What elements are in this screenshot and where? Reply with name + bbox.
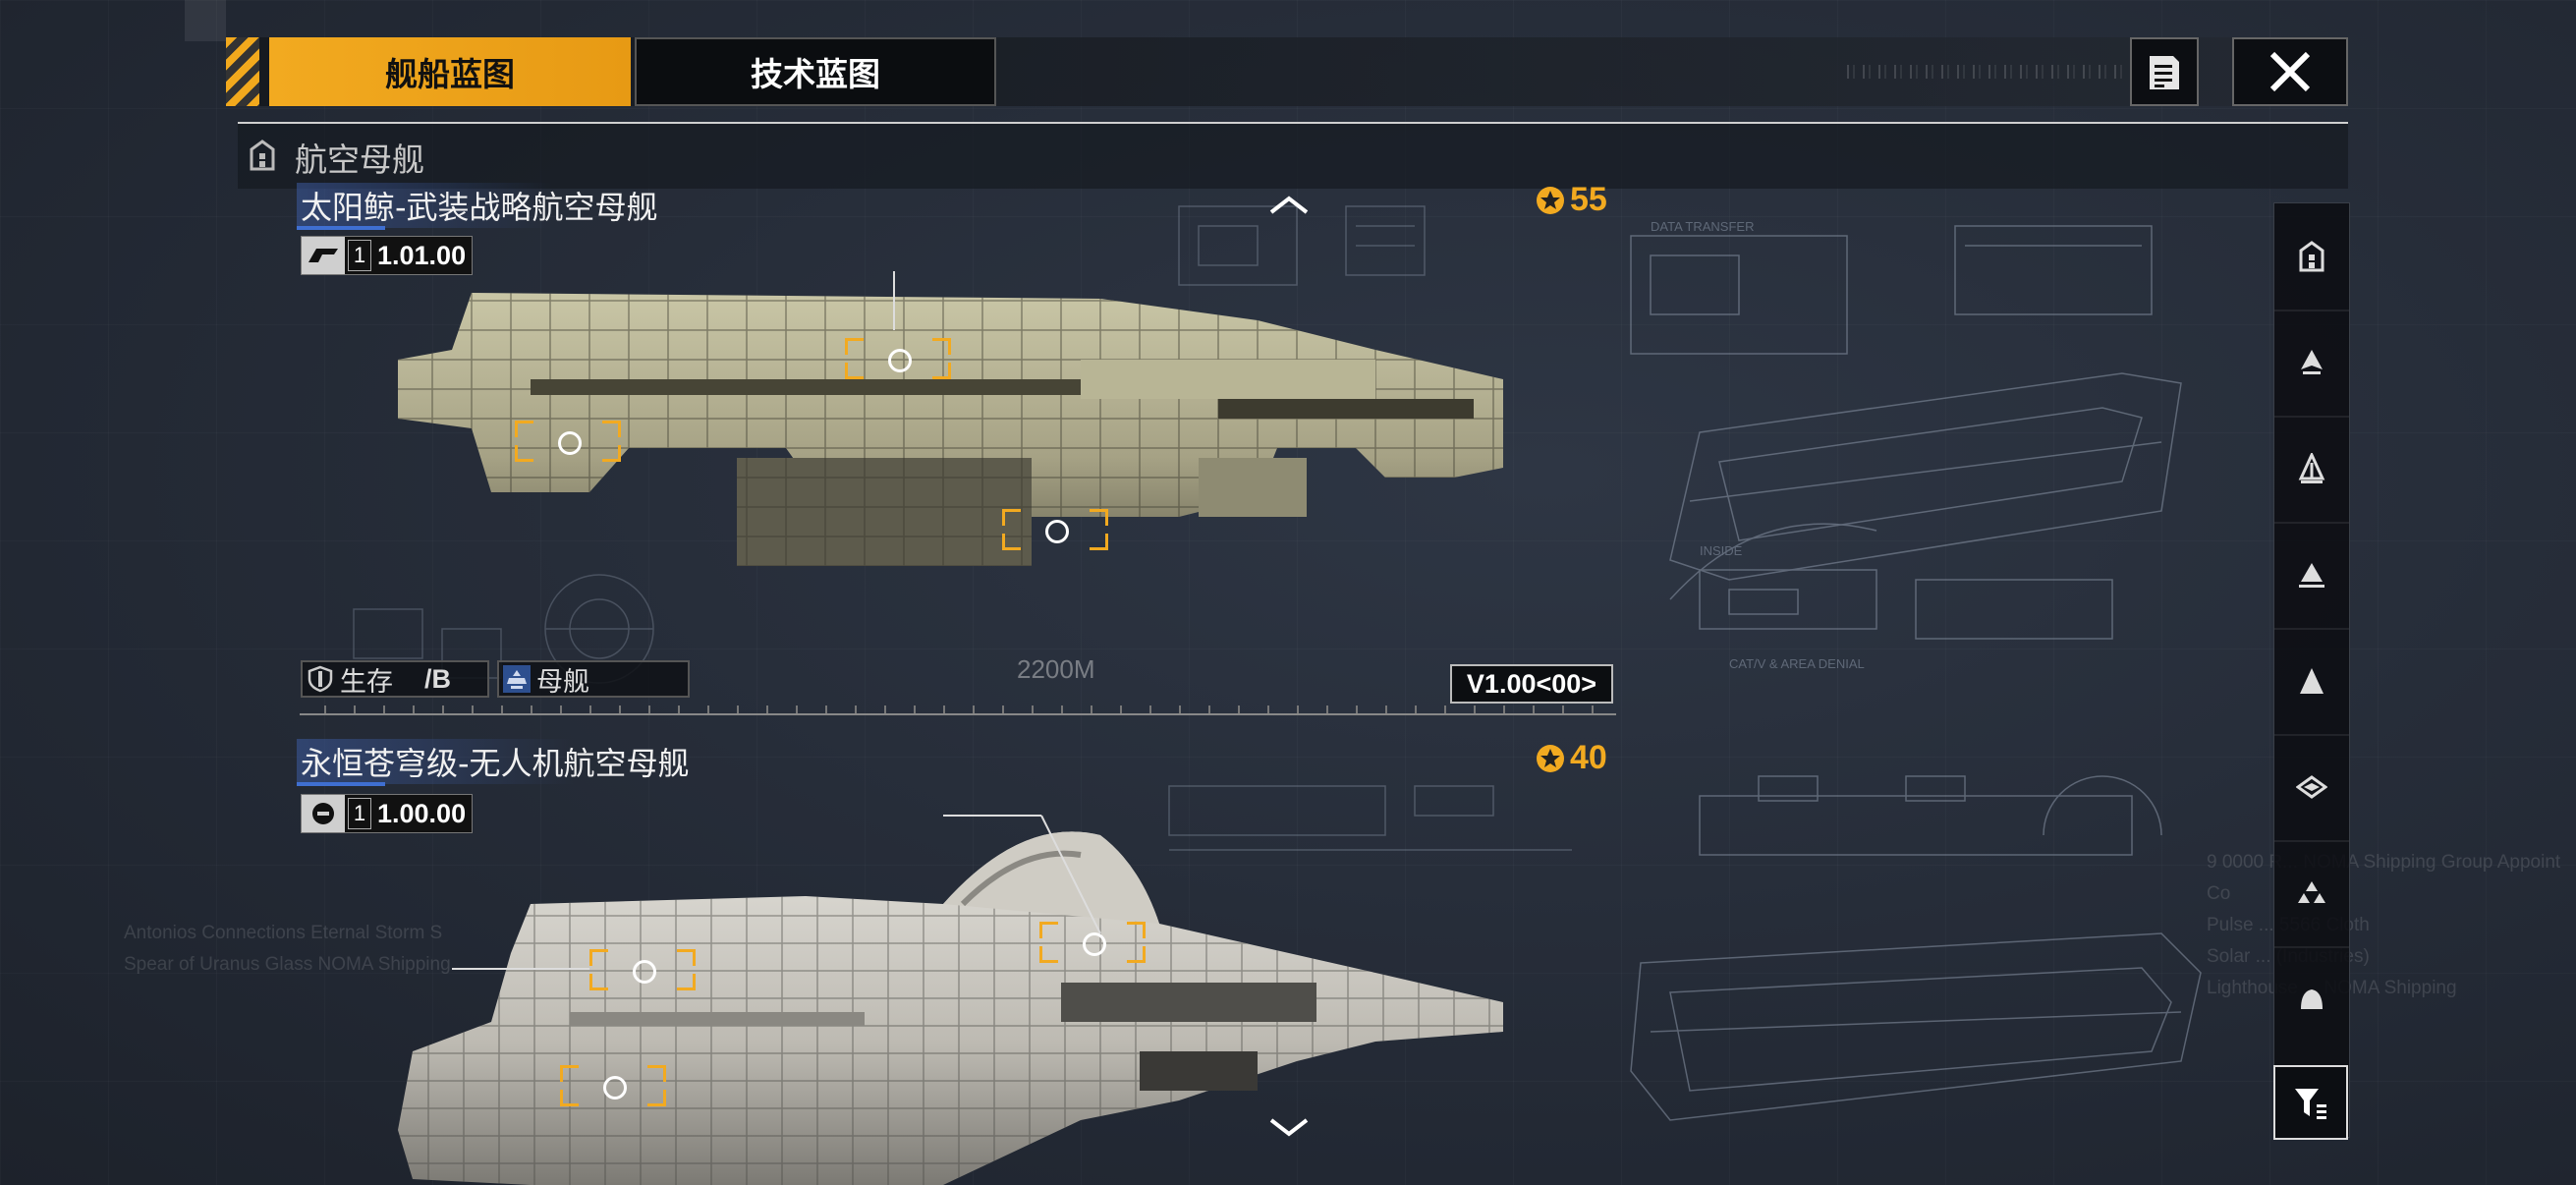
hazard-stripe xyxy=(226,37,259,106)
close-button[interactable] xyxy=(2232,37,2348,106)
filter-auxiliary[interactable] xyxy=(2274,946,2349,1052)
filter-frigate[interactable] xyxy=(2274,522,2349,630)
weapon-hardpoint[interactable] xyxy=(560,1065,666,1106)
mothership-icon xyxy=(503,665,531,693)
ship-name: 太阳鲸-武装战略航空母舰 xyxy=(297,183,662,230)
manufacturer-badge: 1 1.01.00 xyxy=(301,236,474,275)
role-tag-mothership: 母舰 xyxy=(497,660,690,698)
weapon-hardpoint[interactable] xyxy=(845,338,951,379)
corvette-class-icon xyxy=(2298,453,2325,483)
role-tag-survival: 生存 /B xyxy=(301,660,489,698)
corner-marker xyxy=(185,0,226,41)
filter-corvette[interactable] xyxy=(2274,416,2349,524)
tech-level: 1 xyxy=(348,798,371,829)
frigate-class-icon xyxy=(2299,563,2324,588)
ship-length: 2200M xyxy=(1017,654,1095,684)
cruiser-class-icon xyxy=(2296,775,2327,799)
svg-text:INSIDE: INSIDE xyxy=(1700,543,1743,558)
filter-fighter[interactable] xyxy=(2274,310,2349,418)
close-icon xyxy=(2269,51,2311,92)
auxiliary-class-icon xyxy=(2301,989,2323,1009)
filter-destroyer[interactable] xyxy=(2274,628,2349,736)
category-header xyxy=(238,122,2348,189)
carrier-class-icon xyxy=(250,140,275,171)
tab-tech-blueprints[interactable]: 技术蓝图 xyxy=(635,37,996,106)
blueprint-schematic: DATA TRANSFER INSIDE CAT/V & AREA DENIAL xyxy=(1630,219,2202,1121)
ship-version: 1.01.00 xyxy=(377,240,467,270)
notes-button[interactable] xyxy=(2130,37,2199,106)
filter-battlecruiser[interactable] xyxy=(2274,840,2349,948)
ship-model-sunwhale xyxy=(398,271,1503,566)
clipboard-icon xyxy=(2150,56,2179,89)
ship-cost: 40 xyxy=(1535,739,1607,777)
weapon-hardpoint[interactable] xyxy=(589,949,696,990)
manufacturer-logo-icon xyxy=(302,795,345,832)
fighter-class-icon xyxy=(2301,350,2323,374)
decorative-barcode xyxy=(1847,65,2122,79)
command-point-icon xyxy=(1537,744,1564,772)
ship-model-eternal-sky xyxy=(398,815,1503,1185)
blueprint-schematic-mid xyxy=(1168,785,1572,851)
blueprint-schematic-top xyxy=(1178,205,1426,286)
blueprint-version: V1.00<00> xyxy=(1450,664,1613,704)
battlecruiser-class-icon xyxy=(2298,881,2325,903)
tech-level: 1 xyxy=(348,240,371,271)
filter-icon xyxy=(2295,1089,2326,1119)
destroyer-class-icon xyxy=(2300,668,2324,694)
weapon-hardpoint[interactable] xyxy=(515,421,621,462)
background-lore-text-right: 9 0000 R... NOMA Shipping Group Appoint … xyxy=(2207,852,2561,998)
ship-cost: 55 xyxy=(1535,181,1607,219)
filter-sort-button[interactable] xyxy=(2273,1065,2348,1140)
ship-class-filter-rail xyxy=(2273,202,2350,1138)
svg-text:CAT/V & AREA DENIAL: CAT/V & AREA DENIAL xyxy=(1729,656,1865,671)
tab-label: 技术蓝图 xyxy=(751,55,880,93)
ship-name: 永恒苍穹级-无人机航空母舰 xyxy=(297,739,694,786)
carrier-class-icon xyxy=(2299,241,2324,272)
background-lore-text-left: Antonios Connections Eternal Storm S Spe… xyxy=(124,923,451,975)
svg-text:DATA TRANSFER: DATA TRANSFER xyxy=(1651,219,1754,234)
manufacturer-logo-icon xyxy=(302,237,345,274)
filter-cruiser[interactable] xyxy=(2274,734,2349,842)
category-title: 航空母舰 xyxy=(295,141,424,179)
tab-label: 舰船蓝图 xyxy=(385,55,515,93)
scroll-up-chevron-icon[interactable] xyxy=(1267,193,1311,214)
scale-ruler xyxy=(300,700,1616,715)
tab-ship-blueprints[interactable]: 舰船蓝图 xyxy=(269,37,631,106)
scroll-down-chevron-icon[interactable] xyxy=(1267,1116,1311,1138)
ship-version: 1.00.00 xyxy=(377,798,467,828)
manufacturer-badge: 1 1.00.00 xyxy=(301,794,474,833)
weapon-hardpoint[interactable] xyxy=(1039,922,1146,963)
command-point-icon xyxy=(1537,186,1564,214)
shield-icon xyxy=(307,665,334,693)
filter-all-classes[interactable] xyxy=(2274,203,2349,311)
weapon-hardpoint[interactable] xyxy=(1002,509,1108,550)
